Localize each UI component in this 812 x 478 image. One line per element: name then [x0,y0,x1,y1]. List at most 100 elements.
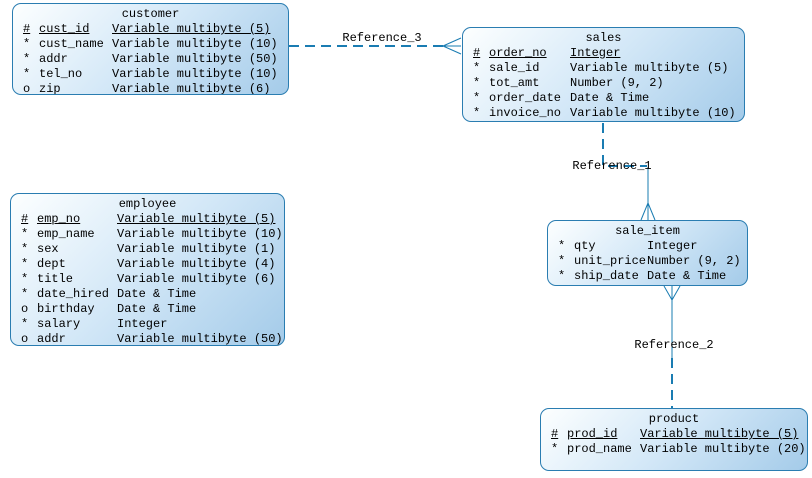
entity-title: employee [118,197,177,211]
reference-1-dashed-line[interactable] [602,123,647,167]
column-row: # cust_id Variable multibyte (5) [13,22,288,37]
column-name: unit_price [574,254,647,268]
column-name: ship_date [574,269,639,283]
column-name: qty [574,239,596,253]
column-type: Integer [647,239,698,253]
column-type: Date & Time [570,91,650,105]
mandatory-flag-icon: * [21,227,29,241]
reference-2-connector[interactable] [663,285,681,408]
column-row: * order_date Date & Time [463,91,744,106]
column-name: birthday [37,302,95,316]
column-type: Variable multibyte (10) [117,227,283,241]
column-name: title [37,272,74,286]
mandatory-flag-icon: * [473,106,481,120]
mandatory-flag-icon: * [23,52,31,66]
entity-sale-item[interactable]: sale_item * qty Integer * unit_price Num… [547,220,748,286]
mandatory-flag-icon: * [558,254,566,268]
column-type: Date & Time [117,287,197,301]
mandatory-flag-icon: * [23,37,31,51]
reference-2-label[interactable]: Reference_2 [634,338,714,352]
column-name: emp_name [37,227,95,241]
key-flag-icon: # [21,212,29,226]
mandatory-flag-icon: * [21,272,29,286]
column-type: Variable multibyte (6) [117,272,276,286]
column-name: cust_name [39,37,104,51]
column-type: Variable multibyte (10) [112,67,278,81]
column-name: addr [39,52,68,66]
column-type: Variable multibyte (5) [570,61,729,75]
mandatory-flag-icon: * [21,242,29,256]
reference-3-label[interactable]: Reference_3 [342,31,422,45]
column-name: cust_id [39,22,90,36]
mandatory-flag-icon: * [551,442,559,456]
key-flag-icon: # [473,46,481,60]
mandatory-flag-icon: * [558,239,566,253]
entity-title: sale_item [615,224,680,238]
column-name: tel_no [39,67,83,81]
column-type: Variable multibyte (5) [117,212,276,226]
column-type: Variable multibyte (5) [640,427,799,441]
column-type: Date & Time [117,302,197,316]
crows-foot-icon [640,202,656,221]
column-name: sex [37,242,59,256]
column-type: Variable multibyte (4) [117,257,276,271]
column-name: salary [37,317,81,331]
column-type: Variable multibyte (50) [112,52,278,66]
column-row: * sex Variable multibyte (1) [11,242,284,257]
column-row: o zip Variable multibyte (6) [13,82,288,95]
column-row: * salary Integer [11,317,284,332]
column-row: * cust_name Variable multibyte (10) [13,37,288,52]
key-flag-icon: # [551,427,559,441]
reference-1-label[interactable]: Reference_1 [572,159,652,173]
column-row: * prod_name Variable multibyte (20) [541,442,807,457]
column-row: * invoice_no Variable multibyte (10) [463,106,744,121]
column-name: date_hired [37,287,110,301]
column-row: * tel_no Variable multibyte (10) [13,67,288,82]
column-name: prod_name [567,442,632,456]
column-row: # prod_id Variable multibyte (5) [541,427,807,442]
column-row: o addr Variable multibyte (50) [11,332,284,346]
crows-foot-icon [663,285,681,301]
mandatory-flag-icon: * [558,269,566,283]
column-row: * qty Integer [548,239,747,254]
reference-3-connector[interactable] [289,37,462,55]
column-name: prod_id [567,427,618,441]
column-type: Date & Time [647,269,727,283]
entity-title: sales [585,31,622,45]
mandatory-flag-icon: * [21,317,29,331]
mandatory-flag-icon: * [21,287,29,301]
entity-employee[interactable]: employee # emp_no Variable multibyte (5)… [10,193,285,346]
column-row: * addr Variable multibyte (50) [13,52,288,67]
column-name: dept [37,257,66,271]
column-row: * tot_amt Number (9, 2) [463,76,744,91]
mandatory-flag-icon: * [473,61,481,75]
column-type: Variable multibyte (50) [117,332,283,346]
column-type: Number (9, 2) [647,254,741,268]
column-type: Variable multibyte (5) [112,22,271,36]
crows-foot-icon [442,37,462,55]
optional-flag-icon: o [23,82,31,95]
mandatory-flag-icon: * [23,67,31,81]
optional-flag-icon: o [21,302,29,316]
column-row: * sale_id Variable multibyte (5) [463,61,744,76]
column-type: Integer [117,317,168,331]
column-row: * dept Variable multibyte (4) [11,257,284,272]
entity-customer[interactable]: customer # cust_id Variable multibyte (5… [12,3,289,95]
column-name: tot_amt [489,76,540,90]
entity-product[interactable]: product # prod_id Variable multibyte (5)… [540,408,808,471]
optional-flag-icon: o [21,332,29,346]
column-row: * emp_name Variable multibyte (10) [11,227,284,242]
column-name: invoice_no [489,106,562,120]
entity-sales[interactable]: sales # order_no Integer * sale_id Varia… [462,27,745,122]
column-type: Integer [570,46,621,60]
column-row: * unit_price Number (9, 2) [548,254,747,269]
reference-1-connector[interactable] [602,123,656,221]
column-row: * date_hired Date & Time [11,287,284,302]
column-type: Variable multibyte (10) [570,106,736,120]
column-row: o birthday Date & Time [11,302,284,317]
column-type: Variable multibyte (10) [112,37,278,51]
column-name: order_no [489,46,547,60]
column-name: addr [37,332,66,346]
key-flag-icon: # [23,22,31,36]
